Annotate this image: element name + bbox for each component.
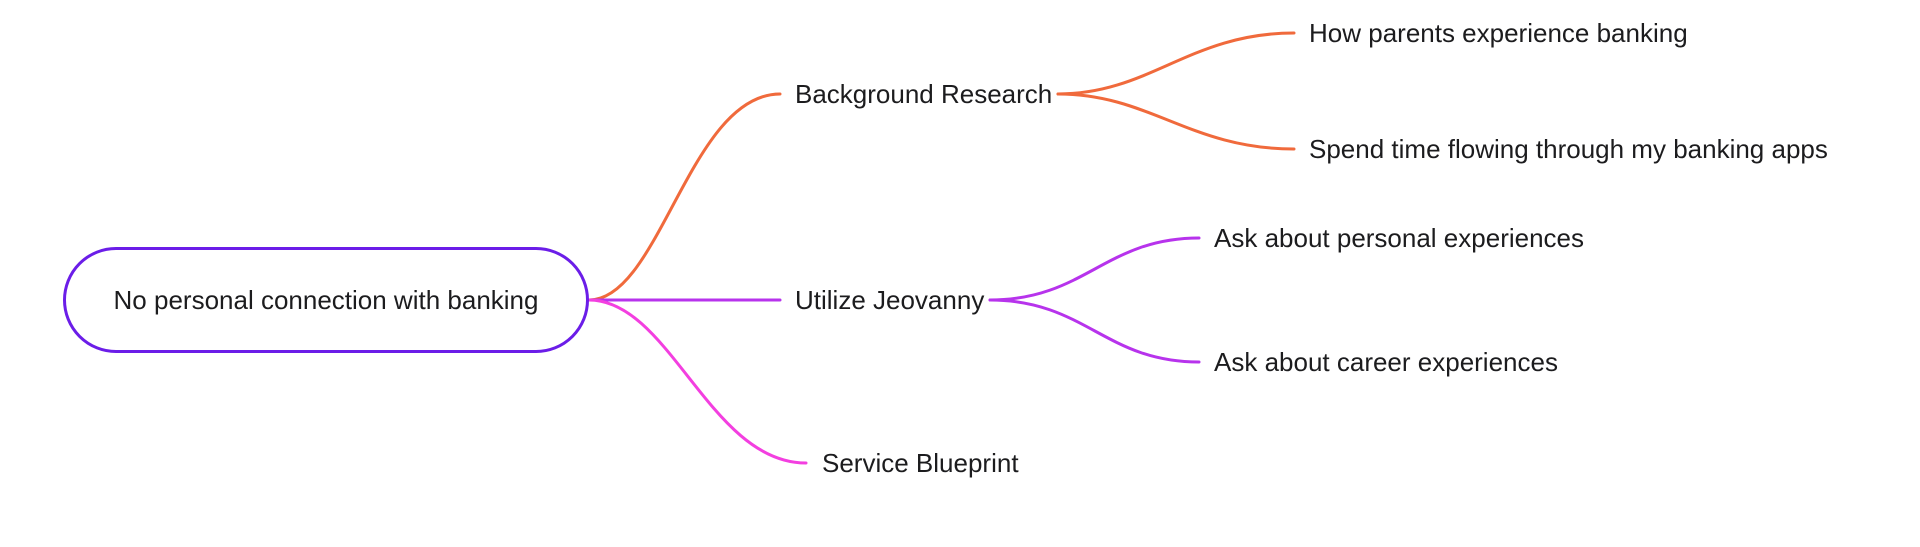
- root-node[interactable]: No personal connection with banking: [63, 247, 589, 353]
- branch-node-service-blueprint[interactable]: Service Blueprint: [822, 448, 1019, 478]
- leaf-node-career-experiences[interactable]: Ask about career experiences: [1214, 347, 1558, 377]
- connector-background-research-how-parents: [1056, 31, 1296, 96]
- connector-root-background-research: [587, 92, 782, 302]
- connector-root-service-blueprint: [587, 298, 808, 465]
- branch-node-utilize-jeovanny[interactable]: Utilize Jeovanny: [795, 285, 985, 315]
- branch-node-background-research[interactable]: Background Research: [795, 79, 1053, 109]
- connector-background-research-spend-time: [1056, 92, 1296, 151]
- connector-utilize-jeovanny-career: [988, 298, 1201, 364]
- root-node-label: No personal connection with banking: [113, 285, 539, 315]
- leaf-node-spend-time[interactable]: Spend time flowing through my banking ap…: [1309, 134, 1828, 164]
- connector-utilize-jeovanny-personal: [988, 236, 1201, 302]
- leaf-node-personal-experiences[interactable]: Ask about personal experiences: [1214, 223, 1585, 253]
- leaf-node-how-parents[interactable]: How parents experience banking: [1309, 18, 1688, 48]
